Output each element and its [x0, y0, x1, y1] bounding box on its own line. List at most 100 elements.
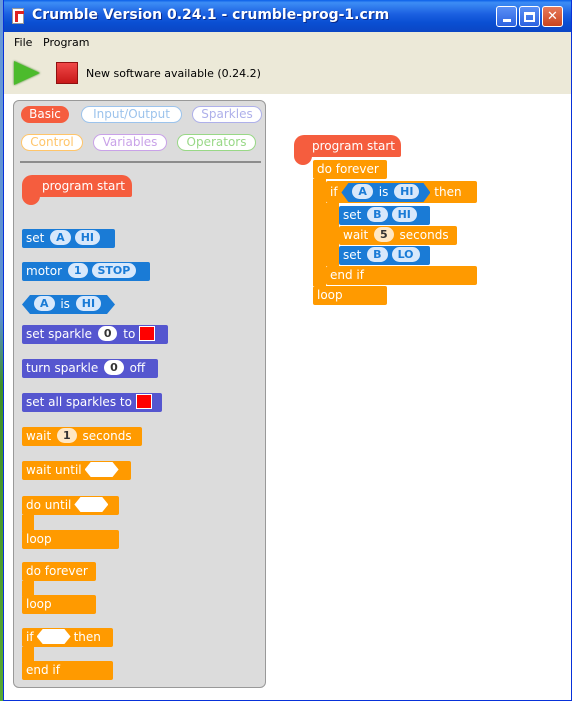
- c-block-arm: [22, 647, 34, 662]
- condition-hex[interactable]: A is HI: [341, 183, 430, 202]
- c-block-arm: [22, 581, 34, 596]
- menu-program[interactable]: Program: [43, 36, 90, 49]
- sparkle-number[interactable]: 0: [97, 326, 118, 341]
- block-label: set all sparkles to: [26, 395, 132, 409]
- maximize-icon: [524, 11, 535, 22]
- block-label: loop: [26, 532, 52, 546]
- palette-if-end[interactable]: end if: [22, 661, 113, 680]
- state-selector[interactable]: HI: [394, 184, 419, 199]
- block-label-then: then: [434, 185, 462, 199]
- block-label: do until: [26, 498, 72, 512]
- end-if-block[interactable]: end if: [326, 266, 477, 285]
- state-selector[interactable]: HI: [76, 296, 101, 311]
- state-selector[interactable]: HI: [74, 230, 100, 245]
- forever-block[interactable]: do forever: [313, 160, 387, 179]
- wait-seconds-input[interactable]: 1: [57, 428, 77, 443]
- pin-selector[interactable]: B: [367, 207, 388, 222]
- play-icon[interactable]: [14, 61, 40, 85]
- category-operators[interactable]: Operators: [177, 134, 256, 151]
- palette-wait-block[interactable]: wait 1 seconds: [22, 427, 142, 446]
- block-label: do forever: [317, 162, 379, 176]
- condition-slot[interactable]: [74, 497, 109, 512]
- forever-arm: [313, 179, 326, 286]
- block-label: motor: [26, 264, 63, 278]
- palette-wait-until-block[interactable]: wait until: [22, 461, 131, 480]
- app-window: Crumble Version 0.24.1 - crumble-prog-1.…: [3, 0, 572, 701]
- sparkle-color-swatch[interactable]: [139, 326, 156, 341]
- program-canvas[interactable]: program start do forever if A is HI then: [274, 94, 571, 700]
- palette-turn-sparkle-off-block[interactable]: turn sparkle 0 off: [22, 359, 158, 378]
- work-area: Basic Input/Output Sparkles Control Vari…: [4, 94, 571, 700]
- pin-selector[interactable]: A: [34, 296, 55, 311]
- hat-tab: [294, 155, 312, 165]
- category-sparkles[interactable]: Sparkles: [192, 106, 262, 123]
- palette-divider: [20, 161, 261, 163]
- block-label: program start: [42, 179, 125, 193]
- state-selector[interactable]: HI: [391, 207, 417, 222]
- block-label: program start: [312, 139, 395, 153]
- toolbar: New software available (0.24.2): [4, 52, 571, 94]
- pin-selector[interactable]: A: [352, 184, 373, 199]
- wait-seconds-input[interactable]: 5: [374, 227, 394, 242]
- block-label: loop: [26, 597, 52, 611]
- pin-selector[interactable]: A: [50, 230, 71, 245]
- block-label: set: [343, 208, 362, 222]
- block-label: if: [26, 630, 34, 644]
- sparkle-number[interactable]: 0: [104, 360, 124, 375]
- palette-do-until-block[interactable]: do until: [22, 496, 119, 515]
- pin-selector[interactable]: B: [367, 247, 388, 262]
- category-variables[interactable]: Variables: [93, 134, 167, 151]
- palette-do-forever-block[interactable]: do forever: [22, 562, 96, 581]
- condition-slot[interactable]: [84, 462, 119, 477]
- sparkle-color-swatch[interactable]: [135, 394, 152, 409]
- block-label: set sparkle: [26, 327, 92, 341]
- program-start-block[interactable]: program start: [294, 135, 401, 157]
- state-selector[interactable]: LO: [391, 247, 420, 262]
- minimize-button[interactable]: [496, 6, 517, 27]
- block-label-off: off: [129, 361, 146, 375]
- block-label: wait: [343, 228, 369, 242]
- stop-icon[interactable]: [56, 62, 78, 84]
- update-notice[interactable]: New software available (0.24.2): [86, 67, 261, 80]
- minimize-icon: [502, 19, 511, 22]
- close-button[interactable]: ✕: [542, 6, 563, 27]
- block-label: do forever: [26, 564, 88, 578]
- block-label: set: [343, 248, 362, 262]
- category-basic[interactable]: Basic: [21, 106, 69, 123]
- palette-set-all-sparkles-block[interactable]: set all sparkles to: [22, 393, 162, 412]
- loop-block[interactable]: loop: [313, 286, 387, 305]
- block-label: loop: [317, 288, 343, 302]
- if-block[interactable]: if A is HI then: [326, 181, 477, 203]
- category-input-output[interactable]: Input/Output: [81, 106, 182, 123]
- motor-state[interactable]: STOP: [91, 263, 137, 278]
- maximize-button[interactable]: [519, 6, 540, 27]
- block-label: is: [60, 297, 70, 311]
- condition-slot[interactable]: [36, 629, 71, 644]
- palette-do-forever-end[interactable]: loop: [22, 595, 96, 614]
- app-icon: [12, 8, 24, 24]
- motor-number[interactable]: 1: [67, 263, 88, 278]
- block-label-is: is: [378, 185, 389, 199]
- block-palette: Basic Input/Output Sparkles Control Vari…: [13, 100, 266, 688]
- menu-bar: File Program: [4, 32, 571, 52]
- title-bar[interactable]: Crumble Version 0.24.1 - crumble-prog-1.…: [4, 0, 571, 32]
- wait-block[interactable]: wait 5 seconds: [339, 226, 457, 245]
- block-label: wait until: [26, 463, 82, 477]
- if-arm: [326, 203, 339, 266]
- block-label: set: [26, 231, 45, 245]
- hat-tab: [22, 195, 40, 205]
- palette-do-until-end[interactable]: loop: [22, 530, 119, 549]
- block-label: if: [330, 185, 338, 199]
- palette-set-sparkle-block[interactable]: set sparkle 0 to: [22, 325, 168, 344]
- palette-program-start-block[interactable]: program start: [22, 175, 132, 197]
- block-label-unit: seconds: [399, 228, 449, 242]
- category-control[interactable]: Control: [21, 134, 83, 151]
- menu-file[interactable]: File: [14, 36, 33, 49]
- palette-pin-is-block[interactable]: A is HI: [22, 295, 115, 314]
- close-icon: ✕: [547, 9, 558, 24]
